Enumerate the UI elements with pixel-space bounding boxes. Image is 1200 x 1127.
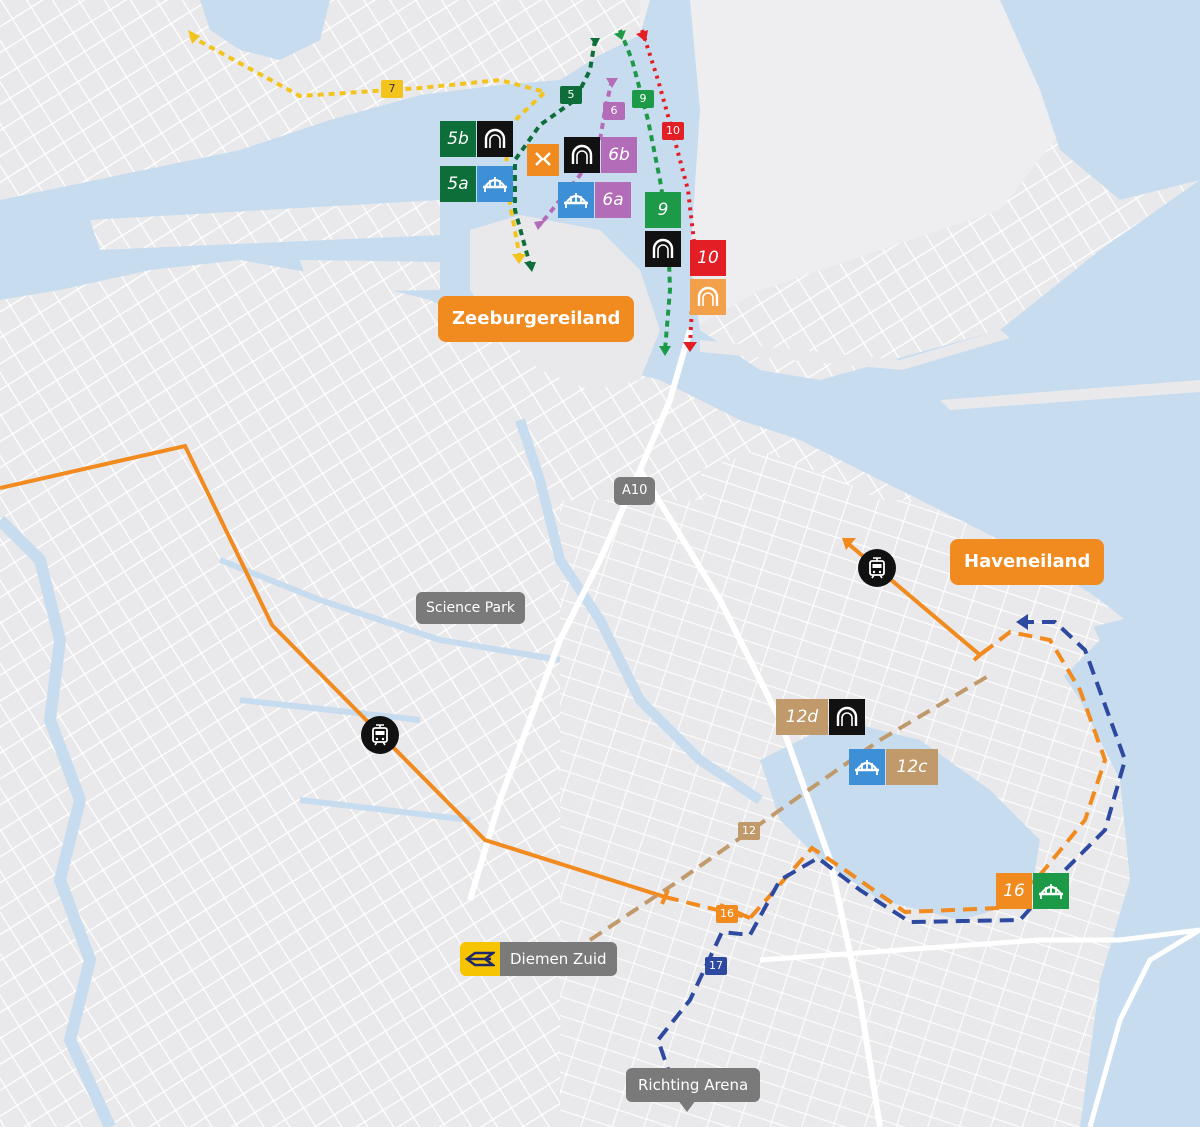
route-12	[588, 673, 992, 942]
arrow-10	[636, 30, 648, 42]
highway-loop	[1087, 927, 1200, 1127]
arrow-17	[1016, 614, 1028, 630]
river-amstel	[515, 418, 763, 805]
arrow-9	[614, 30, 626, 40]
label-diemen-zuid: Diemen Zuid	[500, 942, 617, 976]
tunnel-icon	[690, 279, 726, 315]
bridge-icon	[558, 182, 594, 218]
route-tag-10[interactable]: 10	[662, 122, 684, 140]
water-southeast	[760, 720, 1040, 920]
route-tag-12[interactable]: 12	[738, 822, 760, 840]
bridge-icon	[477, 166, 513, 202]
highway-a10	[467, 329, 693, 901]
route-tag-17[interactable]: 17	[705, 957, 727, 975]
marker-16[interactable]: 16	[996, 873, 1032, 909]
detour-icon	[527, 144, 559, 176]
arrow-10-end	[683, 342, 697, 352]
grey-pointer	[678, 1100, 696, 1112]
arrow-6	[606, 78, 618, 88]
stop-bar-tram-west	[660, 889, 670, 905]
route-tag-7[interactable]: 7	[381, 80, 403, 98]
tunnel-icon	[564, 137, 600, 173]
canal-west	[0, 515, 116, 1127]
island-java	[90, 200, 440, 250]
place-zeeburgereiland: Zeeburgereiland	[438, 296, 635, 342]
tram-icon[interactable]	[361, 716, 399, 754]
tram-icon[interactable]	[858, 549, 896, 587]
marker-10[interactable]: 10	[690, 240, 726, 276]
arrow-5-end	[524, 262, 536, 272]
route-tag-6[interactable]: 6	[603, 102, 625, 120]
arrow-5	[590, 38, 600, 46]
ns-logo-icon	[460, 942, 500, 976]
bridge-icon	[849, 749, 885, 785]
highway-a1	[637, 468, 883, 1127]
canal-mid	[218, 557, 561, 823]
route-tag-16[interactable]: 16	[716, 905, 738, 923]
marker-5b[interactable]: 5b	[440, 121, 476, 157]
water-east-lake	[1000, 0, 1200, 200]
label-a10: A10	[614, 477, 656, 505]
route-16-dashed	[664, 629, 1108, 921]
arrow-7	[188, 30, 200, 44]
route-9	[618, 29, 673, 351]
route-tag-9[interactable]: 9	[632, 90, 654, 108]
pier-long	[700, 330, 1010, 370]
place-haveneiland: Haveneiland	[950, 539, 1105, 585]
route-17	[655, 620, 1128, 1076]
route-tag-5[interactable]: 5	[560, 86, 582, 104]
marker-5a[interactable]: 5a	[440, 166, 476, 202]
water-buitenij	[1040, 600, 1200, 1127]
tunnel-icon	[829, 699, 865, 735]
arrow-tram-east	[842, 538, 856, 550]
arrow-9-end	[659, 346, 671, 356]
marker-6b[interactable]: 6b	[601, 137, 637, 173]
water-north-harbour	[200, 0, 330, 60]
tunnel-icon	[645, 231, 681, 267]
label-science-park: Science Park	[416, 592, 525, 624]
arrow-7-end	[512, 254, 526, 264]
label-richting-arena: Richting Arena	[626, 1068, 761, 1102]
marker-9[interactable]: 9	[645, 192, 681, 228]
stop-bar-tram-east	[972, 648, 988, 662]
tunnel-icon	[477, 121, 513, 157]
marker-6a[interactable]: 6a	[595, 182, 631, 218]
route-5	[513, 39, 597, 266]
arrow-6-end	[534, 220, 546, 230]
bridge-icon	[1033, 873, 1069, 909]
marker-12d[interactable]: 12d	[776, 699, 828, 735]
highway-east	[759, 927, 1200, 963]
island-knsm	[300, 260, 440, 292]
pier-east	[940, 380, 1200, 410]
marker-12c[interactable]: 12c	[886, 749, 938, 785]
land-east	[640, 0, 1070, 330]
route-tram-west	[0, 443, 666, 899]
